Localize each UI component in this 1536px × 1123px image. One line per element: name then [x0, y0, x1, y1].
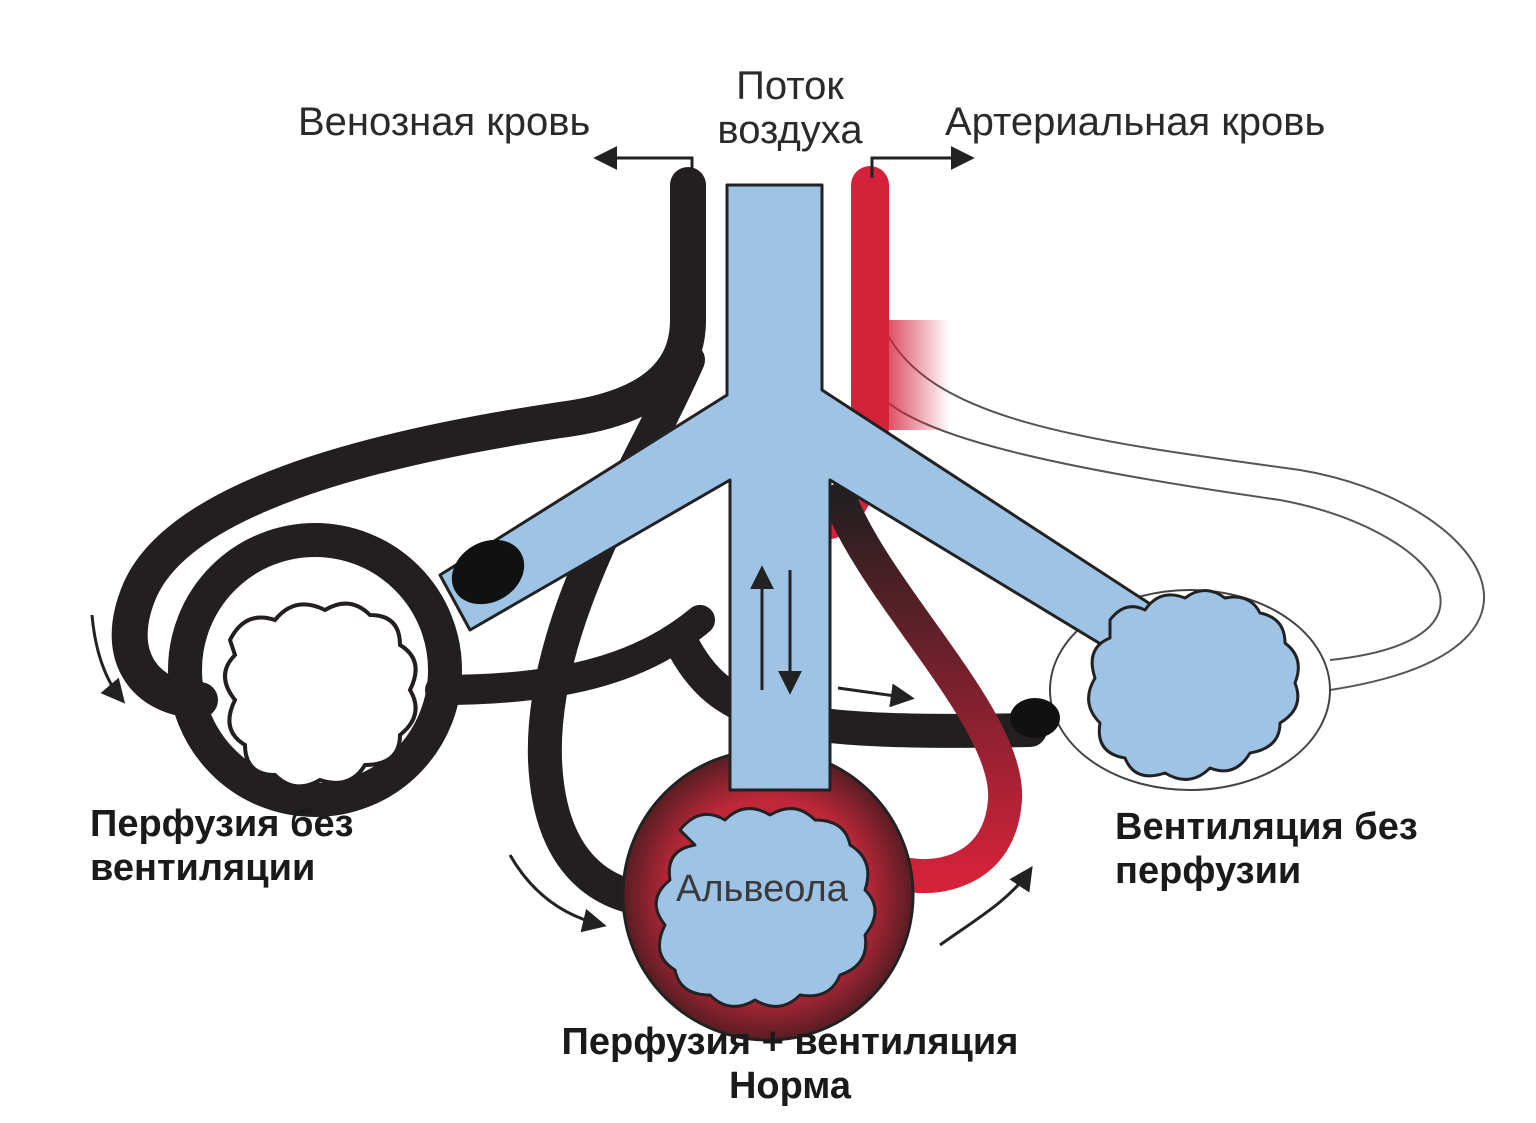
label-perfusion-no-ventilation-line2: вентиляции	[90, 846, 354, 890]
label-ventilation-no-perfusion-line1: Вентиляция без	[1115, 805, 1418, 849]
venous-trunk	[130, 185, 688, 700]
arrow-arterial-out	[872, 158, 970, 178]
label-air-flow: Поток воздуха	[700, 64, 880, 152]
label-ventilation-no-perfusion: Вентиляция без перфузии	[1115, 805, 1418, 893]
label-normal: Перфузия + вентиляция Норма	[480, 1020, 1100, 1108]
label-perfusion-no-ventilation: Перфузия без вентиляции	[90, 802, 354, 890]
arrow-middle-right	[838, 688, 910, 698]
label-ventilation-no-perfusion-line2: перфузии	[1115, 849, 1418, 893]
label-air-flow-line1: Поток	[700, 64, 880, 108]
red-fade-patch	[880, 320, 950, 430]
left-alveolus-interior	[225, 604, 416, 787]
label-alveola: Альвеола	[676, 868, 848, 911]
vessel-blockage-plug	[1010, 698, 1060, 738]
label-normal-line1: Перфузия + вентиляция	[480, 1020, 1100, 1064]
label-normal-line2: Норма	[480, 1064, 1100, 1108]
label-venous-blood: Венозная кровь	[298, 100, 590, 145]
label-perfusion-no-ventilation-line1: Перфузия без	[90, 802, 354, 846]
label-air-flow-line2: воздуха	[700, 108, 880, 152]
label-arterial-blood: Артериальная кровь	[945, 100, 1325, 145]
